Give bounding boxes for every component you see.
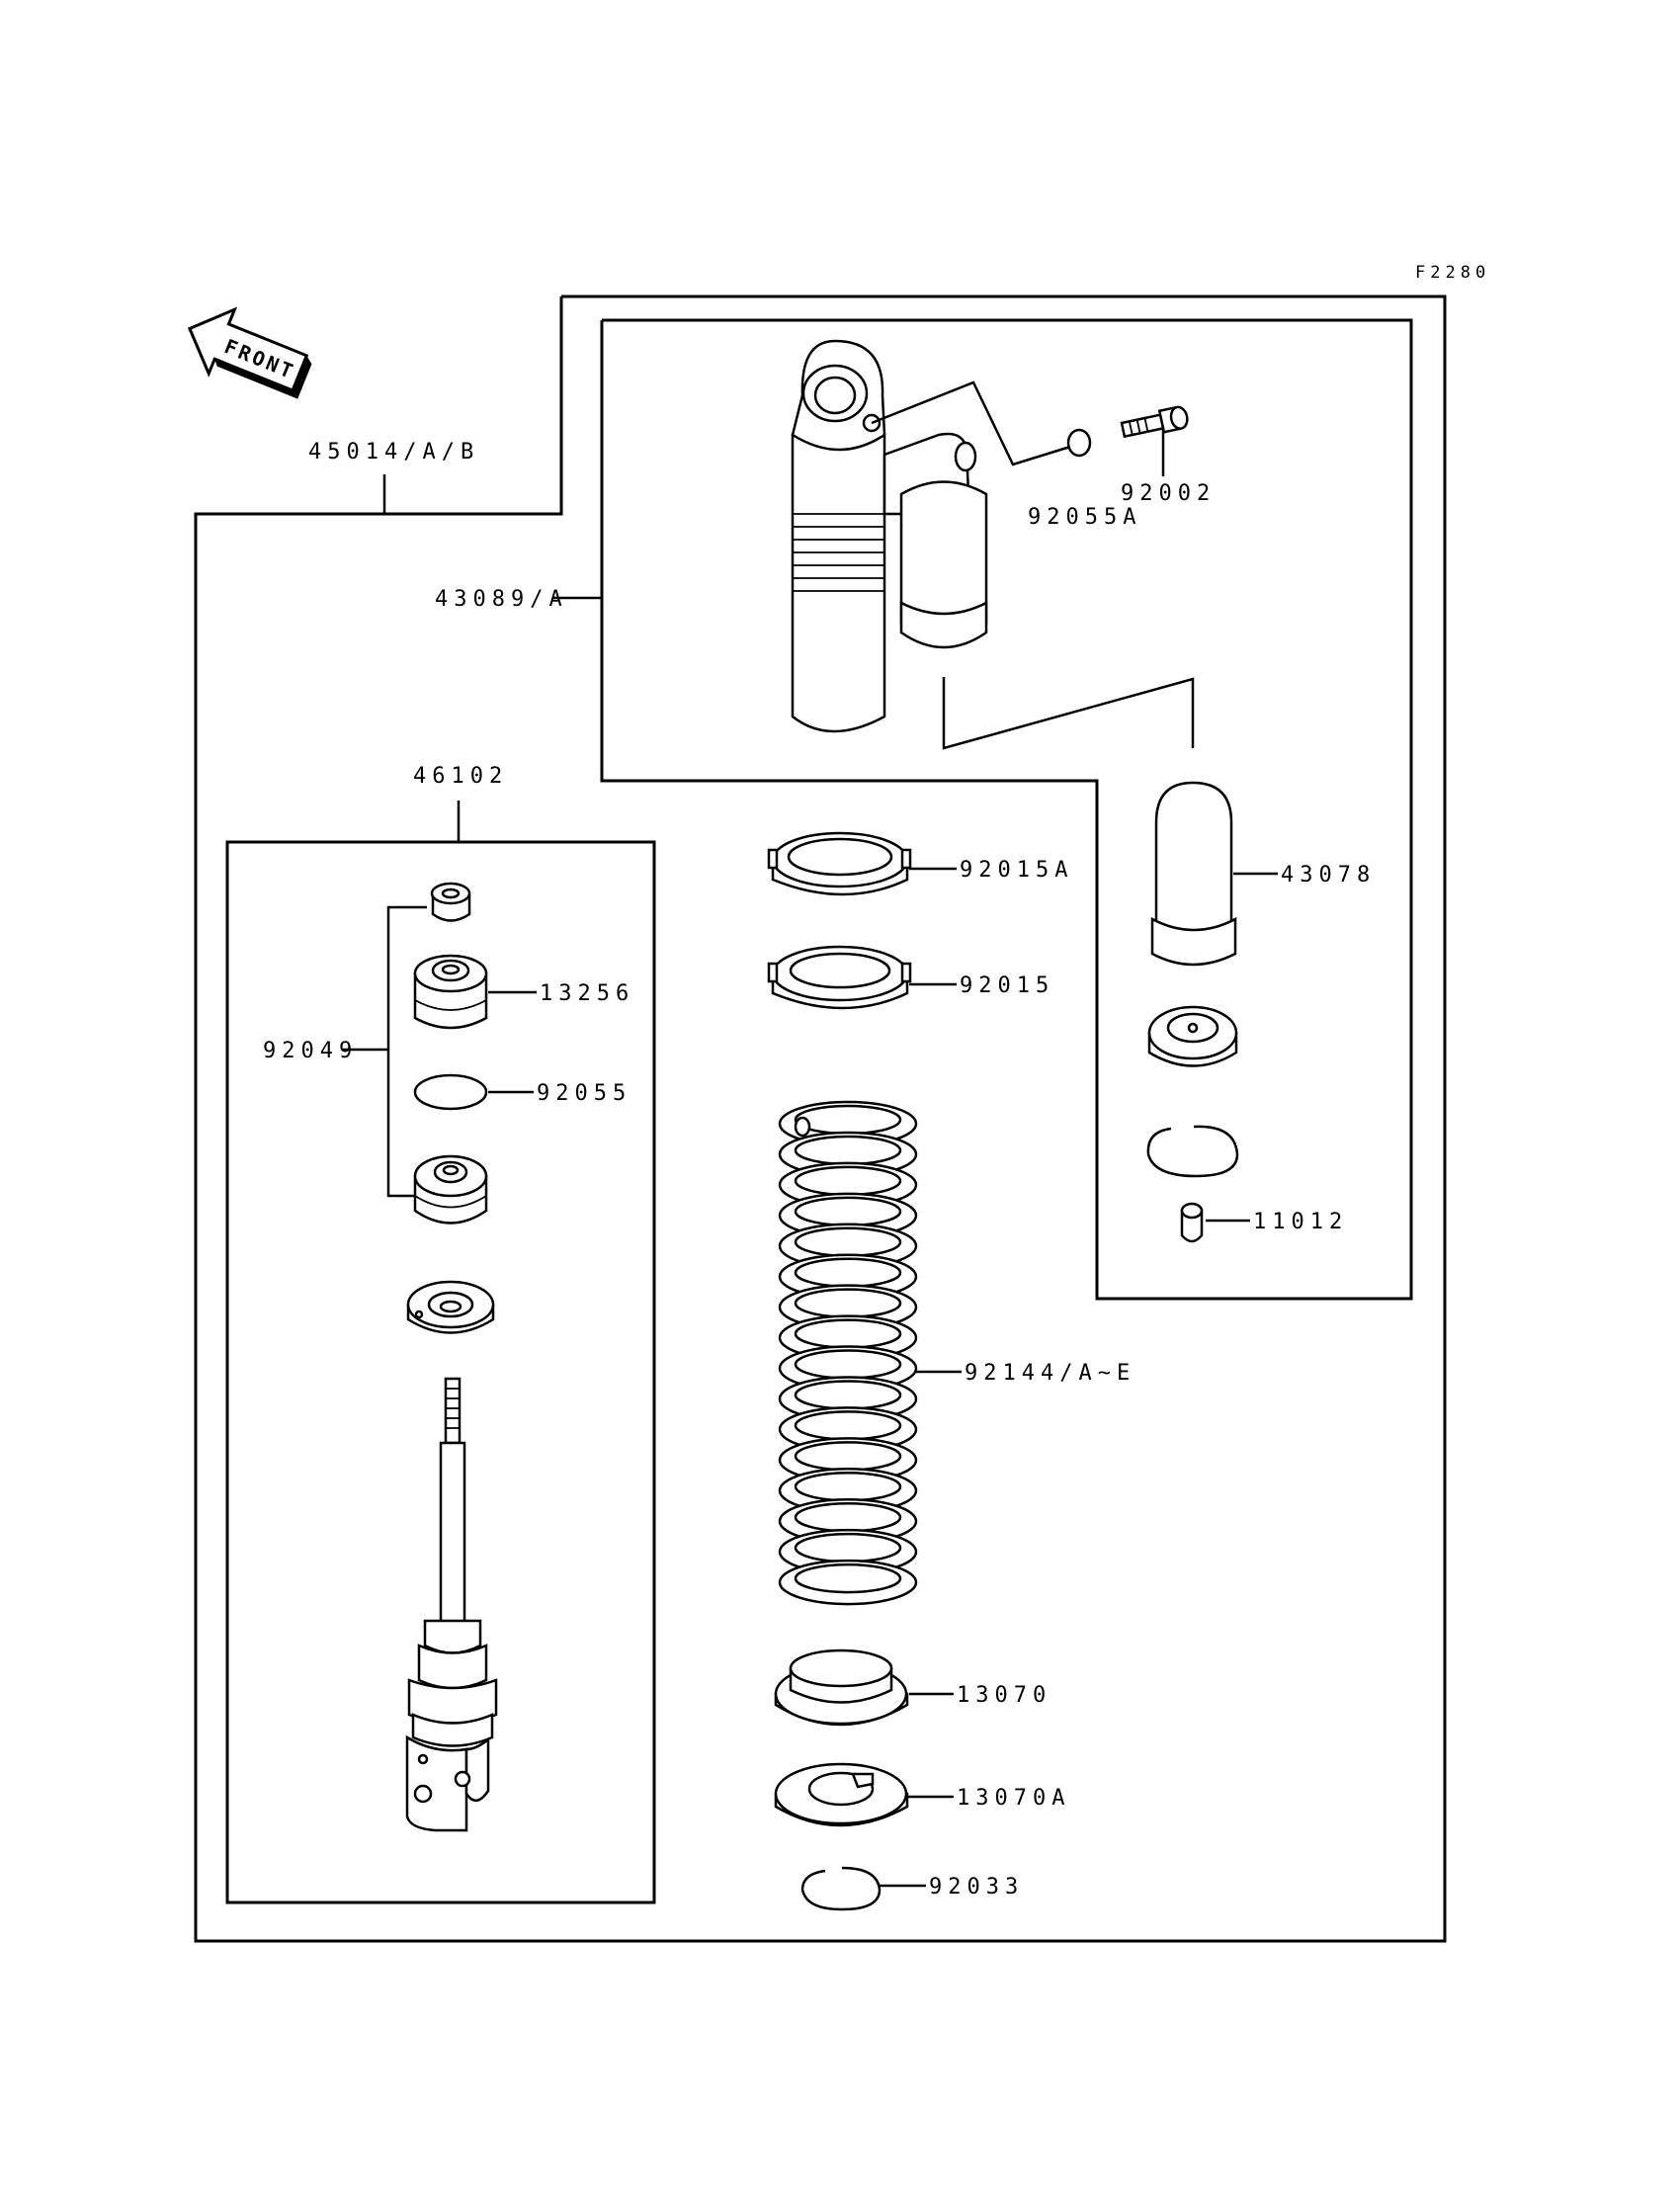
spring-92144 [778,1100,918,1606]
spring-coil-inner [794,1135,902,1166]
callout-92055: 92055 [537,1081,631,1106]
spring-coil-inner [794,1472,902,1502]
front-arrow-icon: FRONT [187,306,312,399]
callout-45014: 45014/A/B [308,440,479,465]
spring-coil-inner [794,1380,902,1410]
o-ring-92055 [413,1073,488,1111]
callout-43078: 43078 [1281,863,1376,887]
lower-bushing [413,1154,488,1225]
spring-coil-inner [794,1257,902,1288]
callout-92144: 92144/A~E [965,1361,1135,1386]
o-ring-92055A [1066,428,1092,458]
spring-coil-inner [794,1318,902,1349]
stopper-13070A [774,1762,909,1827]
nut [430,882,471,922]
callout-43089: 43089/A [435,587,568,612]
reservoir-cap [1147,1005,1238,1067]
spring-coil-inner [794,1563,902,1594]
callout-13070A: 13070A [957,1786,1070,1811]
spring-guide-13070 [774,1648,909,1727]
spring-coil-inner [794,1165,902,1197]
spring-coil-inner [794,1532,902,1563]
spring-coil-inner [794,1501,902,1533]
valve-11012 [1180,1202,1204,1243]
spring-coil-inner [794,1104,902,1136]
piston-rod [405,1377,498,1832]
spring-coil-inner [794,1196,902,1227]
reservoir-circlip [1146,1125,1239,1178]
circlip-92033 [800,1866,882,1911]
upper-frame [600,318,1413,1301]
callout-92015A: 92015A [960,858,1073,883]
reservoir-43078 [1150,781,1237,967]
spring-seat-92015A [767,831,912,896]
spring-coil-inner [794,1441,902,1472]
callout-92055A: 92055A [1028,505,1141,530]
callout-92002: 92002 [1121,481,1216,506]
spring-coil-inner [794,1349,902,1380]
callout-92049: 92049 [263,1039,358,1063]
left-frame [225,840,656,1904]
locknut-92015 [767,945,912,1010]
spring-coil-inner [794,1410,902,1441]
callout-46102: 46102 [413,764,508,789]
spring-coil-inner [794,1288,902,1318]
callout-92015: 92015 [960,973,1054,998]
spring-end [794,1116,811,1138]
valve-92002 [1120,405,1189,439]
rod-washer [406,1280,495,1334]
callout-11012: 11012 [1253,1210,1348,1234]
shock-body [791,339,988,733]
bushing-13256 [413,954,488,1030]
callout-13256: 13256 [540,981,634,1006]
callout-13070: 13070 [957,1683,1051,1708]
callout-92033: 92033 [929,1875,1024,1900]
diagram-code: F2280 [1415,263,1490,283]
spring-coil-inner [794,1226,902,1257]
outer-frame [194,295,1447,1943]
